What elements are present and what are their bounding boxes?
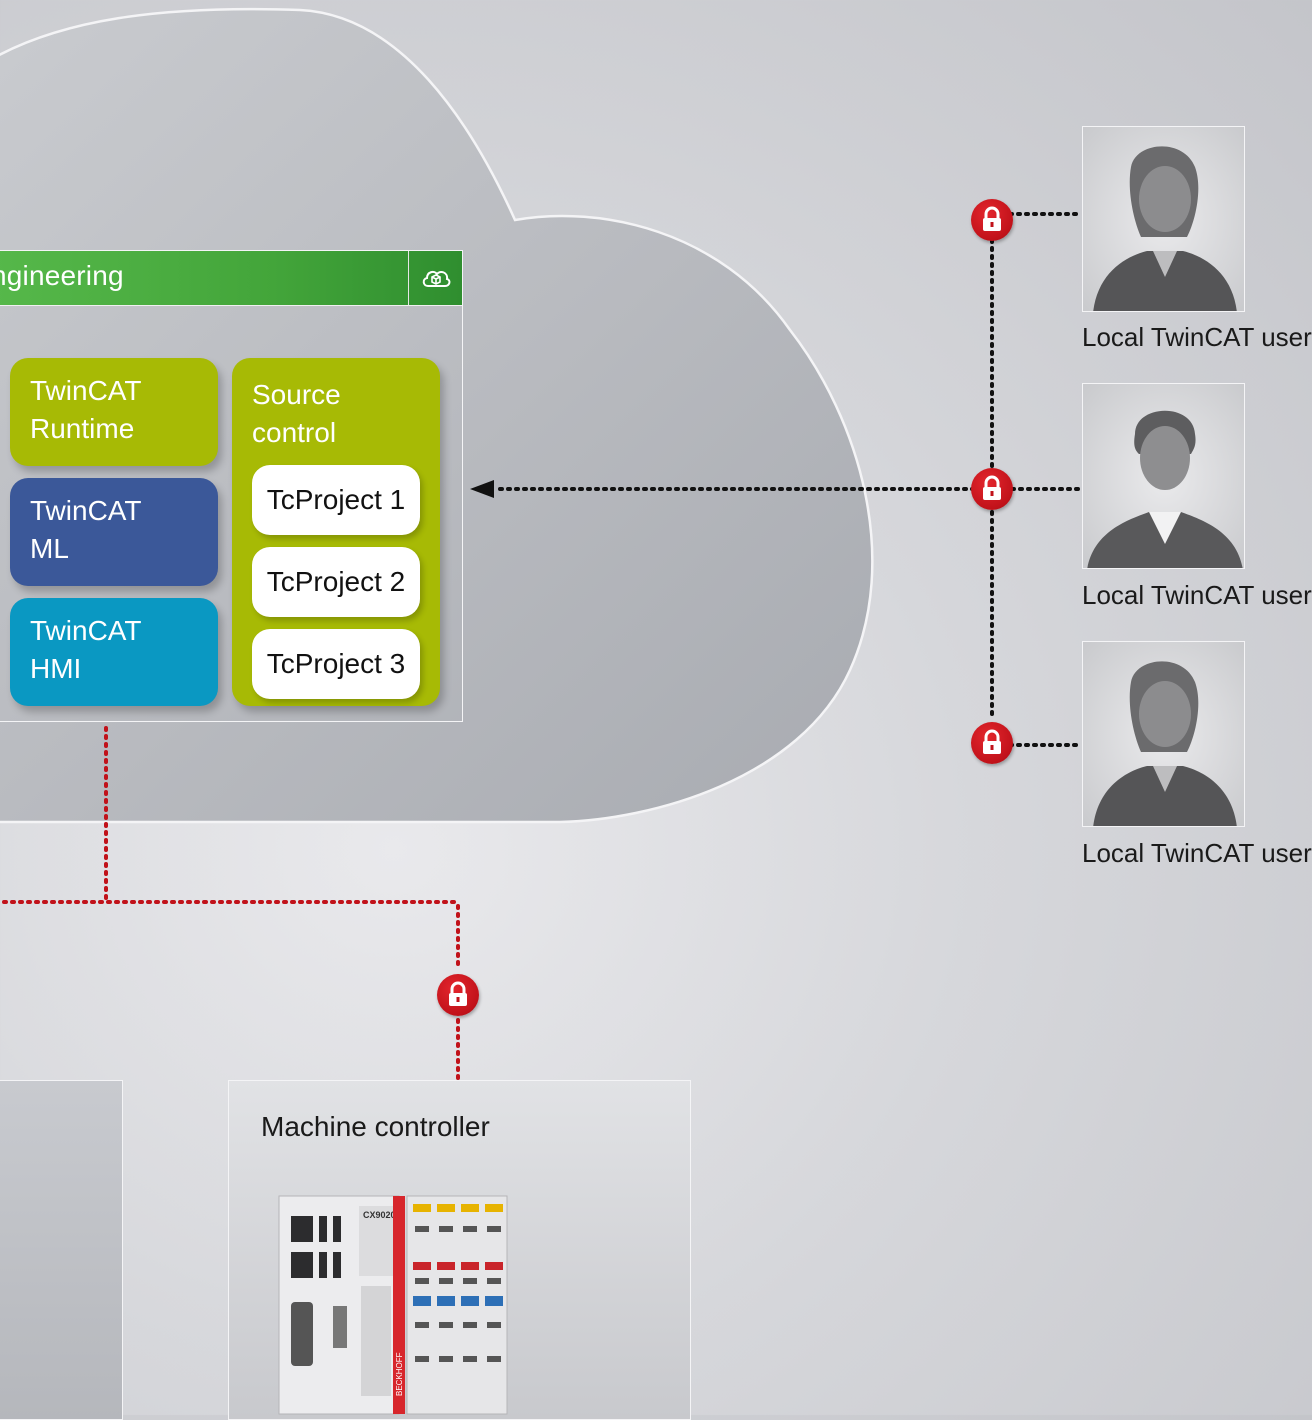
- user-label-2: Local TwinCAT user: [1082, 580, 1312, 610]
- lock-icon: [437, 974, 479, 1016]
- left-controller-panel: [0, 1080, 123, 1420]
- twincat-ml-tile[interactable]: TwinCAT ML: [10, 478, 218, 586]
- engineering-header: ngineering: [0, 251, 462, 306]
- tcproject-2[interactable]: TcProject 2: [252, 547, 420, 617]
- user-card-3[interactable]: [1082, 641, 1245, 827]
- device-model-label: CX9020: [363, 1210, 396, 1220]
- twincat-ml-label: TwinCAT ML: [30, 495, 141, 564]
- twincat-hmi-label: TwinCAT HMI: [30, 615, 141, 684]
- female-user-avatar-icon: [1083, 642, 1244, 826]
- twincat-hmi-tile[interactable]: TwinCAT HMI: [10, 598, 218, 706]
- male-user-avatar-icon: [1083, 384, 1244, 568]
- engineering-title: ngineering: [0, 260, 124, 291]
- female-user-avatar-icon: [1083, 127, 1244, 311]
- user-card-1[interactable]: [1082, 126, 1245, 312]
- arrow-head-icon: [470, 480, 494, 498]
- user-label-3: Local TwinCAT user: [1082, 838, 1312, 868]
- lock-icon: [971, 722, 1013, 764]
- source-control-panel: Source control TcProject 1 TcProject 2 T…: [232, 358, 440, 706]
- twincat-runtime-tile[interactable]: TwinCAT Runtime: [10, 358, 218, 466]
- cloud-package-icon[interactable]: [408, 251, 462, 305]
- lock-icon: [971, 468, 1013, 510]
- lock-icon: [971, 199, 1013, 241]
- cx9020-device-image: CX9020 BECKHOFF: [278, 1195, 508, 1415]
- brand-label: BECKHOFF: [395, 1352, 404, 1396]
- user-label-1: Local TwinCAT user: [1082, 322, 1312, 352]
- engineering-panel: ngineering: [0, 250, 463, 722]
- twincat-runtime-label: TwinCAT Runtime: [30, 375, 141, 444]
- machine-controller-panel[interactable]: Machine controller CX9020 BECKHOFF: [228, 1080, 691, 1420]
- user-card-2[interactable]: [1082, 383, 1245, 569]
- tcproject-3[interactable]: TcProject 3: [252, 629, 420, 699]
- source-control-label: Source control: [252, 379, 341, 448]
- machine-controller-title: Machine controller: [261, 1111, 490, 1142]
- tcproject-1[interactable]: TcProject 1: [252, 465, 420, 535]
